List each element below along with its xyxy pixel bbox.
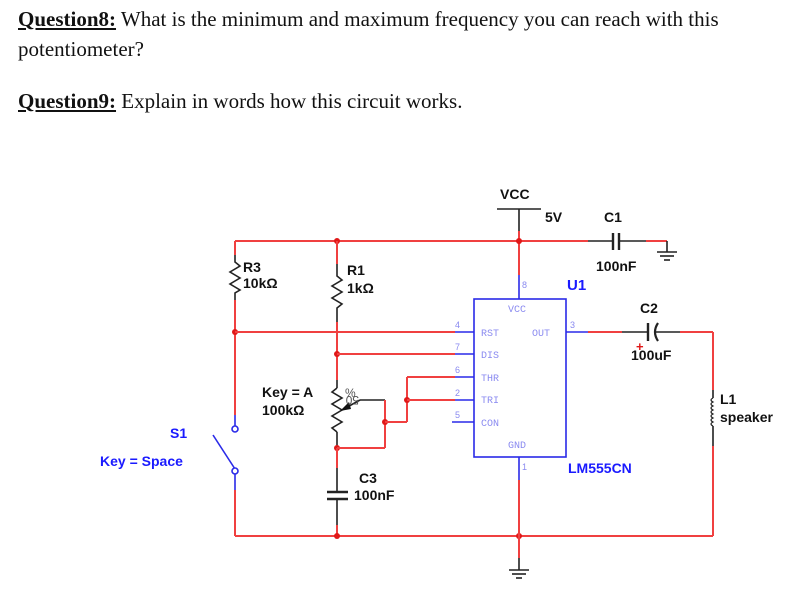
- u1-pin-out: OUT: [532, 329, 550, 340]
- s1-lever[interactable]: [212, 434, 236, 470]
- c2-value: 100uF: [631, 347, 672, 363]
- question-8-label: Question8:: [18, 7, 117, 31]
- r3-value: 10kΩ: [243, 275, 278, 291]
- r1-value: 1kΩ: [347, 280, 374, 296]
- l1-coil-icon: [710, 397, 715, 427]
- u1-pin-con: CON: [481, 419, 499, 430]
- u1-pin-dis: DIS: [481, 351, 499, 362]
- vcc-voltage: 5V: [545, 209, 563, 225]
- c3-label: C3: [359, 470, 377, 486]
- junction-vcc: [516, 238, 522, 244]
- vcc-source: VCC 5V: [497, 186, 563, 231]
- vcc-label: VCC: [500, 186, 530, 202]
- pot-zigzag: [330, 387, 344, 433]
- switch-s1[interactable]: S1 Key = Space: [100, 415, 239, 490]
- c2-polarity: +: [636, 339, 644, 354]
- l1-label: L1: [720, 391, 737, 407]
- r3-zigzag: [228, 255, 242, 300]
- pot-percent: %: [345, 386, 356, 400]
- question-9-label: Question9:: [18, 89, 117, 113]
- pot-key: Key = A: [262, 384, 313, 400]
- u1-pin8-num: 8: [522, 280, 527, 290]
- capacitor-c1: C1 100nF: [588, 209, 667, 274]
- u1-pin-gnd: GND: [508, 441, 526, 452]
- pot-setting: 50: [345, 393, 359, 407]
- u1-pin7-num: 7: [455, 342, 460, 352]
- c1-label: C1: [604, 209, 622, 225]
- question-8-text: What is the minimum and maximum frequenc…: [18, 7, 719, 61]
- u1-pin2-num: 2: [455, 388, 460, 398]
- pot-value: 100kΩ: [262, 402, 304, 418]
- u1-pin-rst: RST: [481, 329, 499, 340]
- s1-contact-top: [231, 425, 239, 433]
- s1-contact-bottom: [231, 467, 239, 475]
- u1-pin-tri: TRI: [481, 396, 499, 407]
- c3-value: 100nF: [354, 487, 395, 503]
- c2-label: C2: [640, 300, 658, 316]
- ground-icon: [657, 241, 677, 261]
- capacitor-c3: C3 100nF: [327, 468, 395, 525]
- u1-pin5-num: 5: [455, 410, 460, 420]
- r3-label: R3: [243, 259, 261, 275]
- speaker-l1: L1 speaker: [710, 390, 773, 446]
- pot-wiper-arrow-icon: [340, 402, 351, 411]
- resistor-r3: R3 10kΩ: [228, 241, 278, 415]
- u1-pin1-num: 1: [522, 462, 527, 472]
- r1-zigzag: [330, 264, 344, 322]
- u1-body: [473, 298, 567, 458]
- c1-value: 100nF: [596, 258, 637, 274]
- capacitor-c2: + C2 100uF: [622, 300, 680, 363]
- ground-icon: [509, 558, 529, 579]
- question-9: Question9: Explain in words how this cir…: [18, 86, 462, 116]
- u1-pin-thr: THR: [481, 374, 499, 385]
- r1-label: R1: [347, 262, 365, 278]
- u1-pin6-num: 6: [455, 365, 460, 375]
- junction-c3-bottom: [334, 533, 340, 539]
- u1-pin4-num: 4: [455, 320, 460, 330]
- l1-value: speaker: [720, 409, 773, 425]
- potentiometer[interactable]: Key = A 100kΩ % 50: [262, 380, 385, 448]
- s1-label: S1: [170, 425, 187, 441]
- u1-label: U1: [567, 277, 586, 294]
- resistor-r1: R1 1kΩ: [330, 241, 374, 380]
- question-8: Question8: What is the minimum and maxim…: [18, 4, 788, 64]
- ic-u1-555[interactable]: 8 VCC 4 RST 7 DIS 6 THR 2 TRI 5 CON 3 OU…: [452, 275, 632, 480]
- u1-part: LM555CN: [568, 460, 632, 476]
- question-9-text: Explain in words how this circuit works.: [116, 89, 463, 113]
- s1-key: Key = Space: [100, 453, 183, 469]
- u1-pin-vcc: VCC: [508, 305, 526, 316]
- u1-pin3-num: 3: [570, 320, 575, 330]
